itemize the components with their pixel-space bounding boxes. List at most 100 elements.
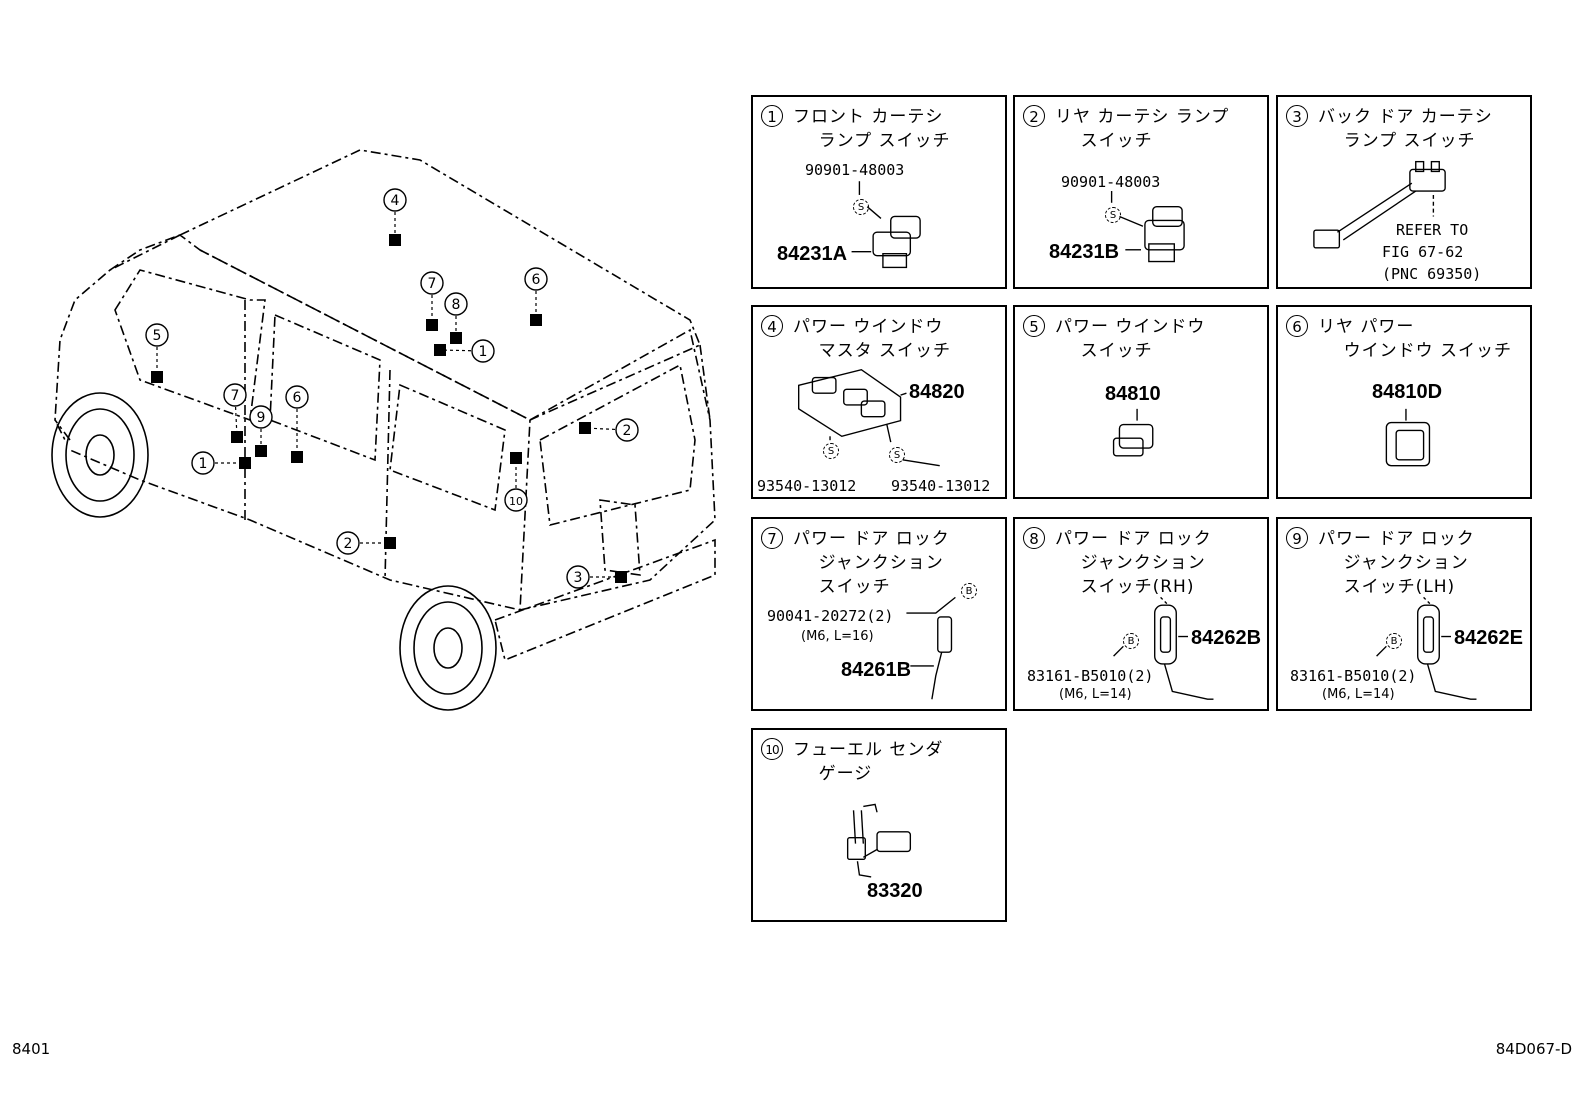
callout-number: 2 — [344, 536, 353, 552]
panel-fuel-sender-gauge: 10 フューエル センダ ゲージ 83320 — [751, 728, 1007, 922]
location-marker — [231, 431, 243, 443]
callout-circle — [524, 267, 548, 291]
callout-number: 8 — [452, 297, 461, 313]
bolt-symbol: B — [1386, 633, 1402, 649]
location-marker — [291, 451, 303, 463]
van-callout-2: 2 — [579, 418, 639, 442]
callout-number: 2 — [623, 423, 632, 439]
callout-circle — [223, 383, 247, 407]
callout-number: 4 — [391, 193, 400, 209]
callout-circle — [249, 405, 273, 429]
callout-circle — [191, 451, 215, 475]
panel-title: パワー ドア ロック ジャンクション スイッチ(LH) — [1318, 529, 1475, 597]
panel-title: パワー ウインドウ マスタ スイッチ — [793, 317, 952, 361]
callout-circle — [444, 292, 468, 316]
bolt-spec: (M6, L=14) — [1322, 687, 1395, 702]
panel-number: 1 — [761, 105, 783, 127]
van-callout-9: 9 — [249, 405, 273, 457]
switch-illustration — [1113, 596, 1214, 700]
location-marker — [239, 457, 251, 469]
bolt-spec: (M6, L=14) — [1059, 687, 1132, 702]
callout-circle — [504, 488, 528, 512]
stud-symbol: S — [823, 443, 839, 459]
switch-illustration — [1376, 596, 1477, 700]
location-marker — [384, 537, 396, 549]
part-number: 93540-13012 — [891, 477, 991, 495]
panel-rear-courtesy-lamp-switch: 2 リヤ カーテシ ランプ スイッチ 90901-48003 84231B S — [1013, 95, 1269, 289]
part-number: 83161-B5010(2) — [1290, 667, 1417, 685]
panel-rear-power-window-switch: 6 リヤ パワー ウインドウ スイッチ 84810D — [1276, 305, 1532, 499]
figure-page-number: 8401 — [12, 1040, 51, 1058]
switch-illustration — [1313, 160, 1446, 249]
part-number: 84231B — [1049, 241, 1120, 263]
callout-number: 3 — [574, 570, 583, 586]
panel-back-door-courtesy-lamp-switch: 3 バック ドア カーテシ ランプ スイッチ REFER TO FIG 67-6… — [1276, 95, 1532, 289]
panel-title: リヤ パワー ウインドウ スイッチ — [1318, 317, 1513, 361]
part-number: 84231A — [777, 243, 848, 265]
bolt-spec: (M6, L=16) — [801, 629, 874, 644]
callout-circle — [471, 339, 495, 363]
location-marker — [510, 452, 522, 464]
panel-title: リヤ カーテシ ランプ スイッチ — [1055, 107, 1230, 151]
panel-power-door-lock-junction-switch-lh: 9 パワー ドア ロック ジャンクション スイッチ(LH) 83161-B501… — [1276, 517, 1532, 711]
callout-number: 6 — [293, 390, 302, 406]
panel-power-window-master-switch: 4 パワー ウインドウ マスタ スイッチ 84820 93540-13012 9… — [751, 305, 1007, 499]
panel-number: 4 — [761, 315, 783, 337]
panel-title: フューエル センダ ゲージ — [793, 740, 944, 784]
van-outline — [54, 149, 716, 662]
part-number: 83161-B5010(2) — [1027, 667, 1154, 685]
panel-power-door-lock-junction-switch: 7 パワー ドア ロック ジャンクション スイッチ 90041-20272(2)… — [751, 517, 1007, 711]
panel-number: 6 — [1286, 315, 1308, 337]
part-number: 90901-48003 — [805, 161, 905, 179]
van-callout-7: 7 — [223, 383, 247, 443]
callout-number: 1 — [479, 344, 488, 360]
panel-title: バック ドア カーテシ ランプ スイッチ — [1318, 107, 1493, 151]
part-number: 84810D — [1372, 381, 1443, 403]
part-number: 83320 — [867, 880, 923, 902]
van-callout-8: 8 — [444, 292, 468, 344]
reference-text: FIG 67-62 — [1382, 243, 1464, 261]
panel-title: パワー ドア ロック ジャンクション スイッチ — [793, 529, 950, 597]
callout-circle — [420, 271, 444, 295]
callout-number: 10 — [509, 495, 523, 508]
panel-title: パワー ドア ロック ジャンクション スイッチ(RH) — [1055, 529, 1212, 597]
callout-number: 7 — [231, 388, 240, 404]
van-callout-3: 3 — [566, 565, 627, 589]
part-number: 90901-48003 — [1061, 173, 1161, 191]
callout-circle — [383, 188, 407, 212]
part-number: 84261B — [841, 659, 912, 681]
callout-circle — [145, 323, 169, 347]
panel-title: フロント カーテシ ランプ スイッチ — [793, 107, 951, 151]
part-number: 84262B — [1191, 627, 1262, 649]
reference-text: (PNC 69350) — [1382, 265, 1482, 283]
gauge-illustration — [846, 803, 912, 878]
van-callout-4: 4 — [383, 188, 407, 246]
location-marker — [579, 422, 591, 434]
part-number: 84820 — [909, 381, 965, 403]
location-marker — [389, 234, 401, 246]
callout-number: 9 — [257, 410, 266, 426]
panel-number: 3 — [1286, 105, 1308, 127]
figure-code: 84D067-D — [1495, 1040, 1572, 1058]
panel-front-courtesy-lamp-switch: 1 フロント カーテシ ランプ スイッチ 90901-48003 84231A … — [751, 95, 1007, 289]
bolt-symbol: B — [961, 583, 977, 599]
callout-circle — [566, 565, 590, 589]
van-callout-10: 10 — [504, 452, 528, 512]
stud-symbol: S — [1105, 207, 1121, 223]
van-callout-6: 6 — [524, 267, 548, 326]
switch-illustration — [798, 368, 940, 467]
van-callout-5: 5 — [145, 323, 169, 383]
reference-text: REFER TO — [1396, 221, 1469, 239]
callout-circle — [336, 531, 360, 555]
part-number: 93540-13012 — [757, 477, 857, 495]
location-marker — [434, 344, 446, 356]
callout-circle — [285, 385, 309, 409]
van-callout-7: 7 — [420, 271, 444, 331]
callout-number: 7 — [428, 276, 437, 292]
callout-circle — [615, 418, 639, 442]
wheels — [51, 392, 497, 711]
part-number: 84810 — [1105, 383, 1161, 405]
location-marker — [426, 319, 438, 331]
